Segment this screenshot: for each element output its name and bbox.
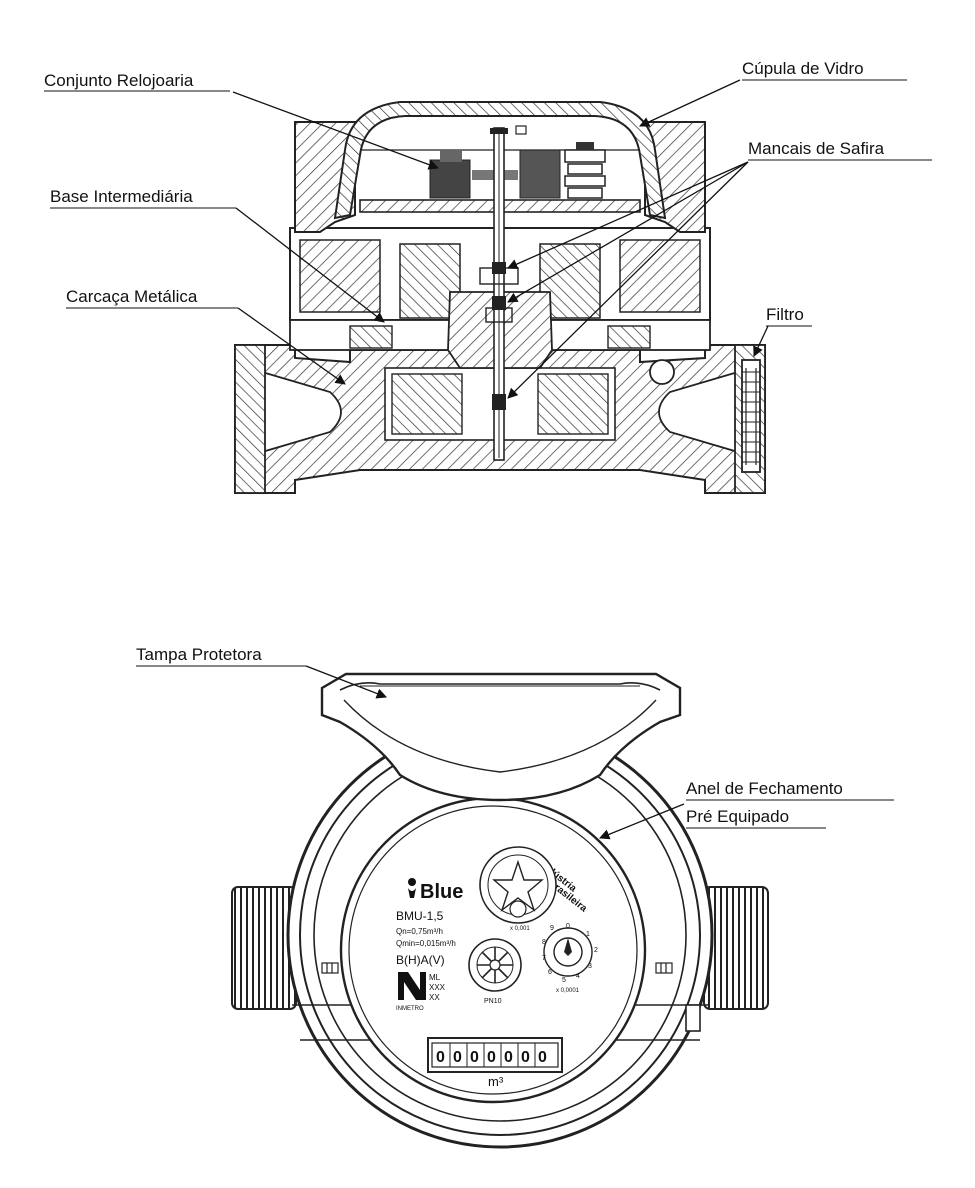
svg-text:8: 8 — [542, 939, 546, 946]
section-view: Conjunto Relojoaria Cúpula de Vidro Manc… — [44, 59, 932, 494]
svg-text:4: 4 — [576, 973, 580, 980]
odometer-digit: 0 — [453, 1049, 462, 1066]
sapphire-bearings — [479, 262, 519, 410]
odometer-digit: 0 — [521, 1049, 530, 1066]
svg-text:1: 1 — [586, 931, 590, 938]
threaded-connector-right — [703, 886, 769, 1010]
clockwork-assembly — [429, 125, 606, 461]
sub-dial-right: 01 23 45 67 89 x 0,0001 — [542, 923, 598, 994]
section-labels: Conjunto Relojoaria Cúpula de Vidro Manc… — [44, 59, 932, 399]
sub-dial-right-label: x 0,0001 — [556, 988, 580, 994]
label-glass-dome: Cúpula de Vidro — [742, 59, 864, 78]
label-filter: Filtro — [766, 305, 804, 324]
brand-name: Blue — [420, 881, 463, 903]
svg-text:2: 2 — [594, 947, 598, 954]
odometer-digit: 0 — [538, 1049, 547, 1066]
dial-class: B(H)A(V) — [396, 953, 445, 967]
svg-text:3: 3 — [588, 963, 592, 970]
label-sapphire-bearings: Mancais de Safira — [748, 139, 885, 158]
dial-xxx: XXX — [429, 983, 446, 992]
svg-text:0: 0 — [566, 923, 570, 930]
odometer: 0 0 0 0 0 0 0 m³ — [427, 1037, 563, 1089]
label-protective-cover: Tampa Protetora — [136, 645, 262, 664]
front-labels: Tampa Protetora Anel de Fechamento Pré E… — [136, 645, 894, 840]
dial-qn: Qn=0,75m³/h — [396, 927, 443, 936]
odometer-digit: 0 — [470, 1049, 479, 1066]
side-notch-right — [655, 962, 673, 974]
odometer-digit: 0 — [436, 1049, 445, 1066]
label-closing-ring-2: Pré Equipado — [686, 807, 789, 826]
sub-dial-top: x 0,001 — [479, 846, 557, 932]
inmetro-logo: INMETRO — [396, 972, 426, 1012]
label-clockwork: Conjunto Relojoaria — [44, 71, 194, 90]
odometer-unit: m³ — [488, 1074, 504, 1089]
dial-model: BMU-1,5 — [396, 909, 444, 923]
dial-xx: XX — [429, 993, 440, 1002]
svg-text:5: 5 — [562, 977, 566, 984]
pinion-wheel: PN10 — [468, 938, 522, 1005]
protective-cover — [320, 672, 682, 802]
label-closing-ring-1: Anel de Fechamento — [686, 779, 843, 798]
pinion-label: PN10 — [484, 998, 502, 1005]
dial-ml: ML — [429, 973, 441, 982]
dial-qmin: Qmin=0,015m³/h — [396, 939, 456, 948]
svg-text:6: 6 — [548, 969, 552, 976]
dial-face: Blue BMU-1,5 Qn=0,75m³/h Qmin=0,015m³/h … — [339, 796, 647, 1104]
label-intermediate-base: Base Intermediária — [50, 187, 193, 206]
front-view: Blue BMU-1,5 Qn=0,75m³/h Qmin=0,015m³/h … — [136, 645, 894, 1149]
svg-text:9: 9 — [550, 925, 554, 932]
odometer-digit: 0 — [487, 1049, 496, 1066]
inmetro-text: INMETRO — [396, 1006, 424, 1012]
side-notch-left — [321, 962, 339, 974]
threaded-connector-left — [231, 886, 297, 1010]
svg-text:7: 7 — [542, 955, 546, 962]
label-metal-housing: Carcaça Metálica — [66, 287, 198, 306]
odometer-digit: 0 — [504, 1049, 513, 1066]
filter — [741, 359, 761, 473]
sub-dial-top-label: x 0,001 — [510, 926, 530, 932]
brand-logo: Blue — [408, 878, 463, 903]
